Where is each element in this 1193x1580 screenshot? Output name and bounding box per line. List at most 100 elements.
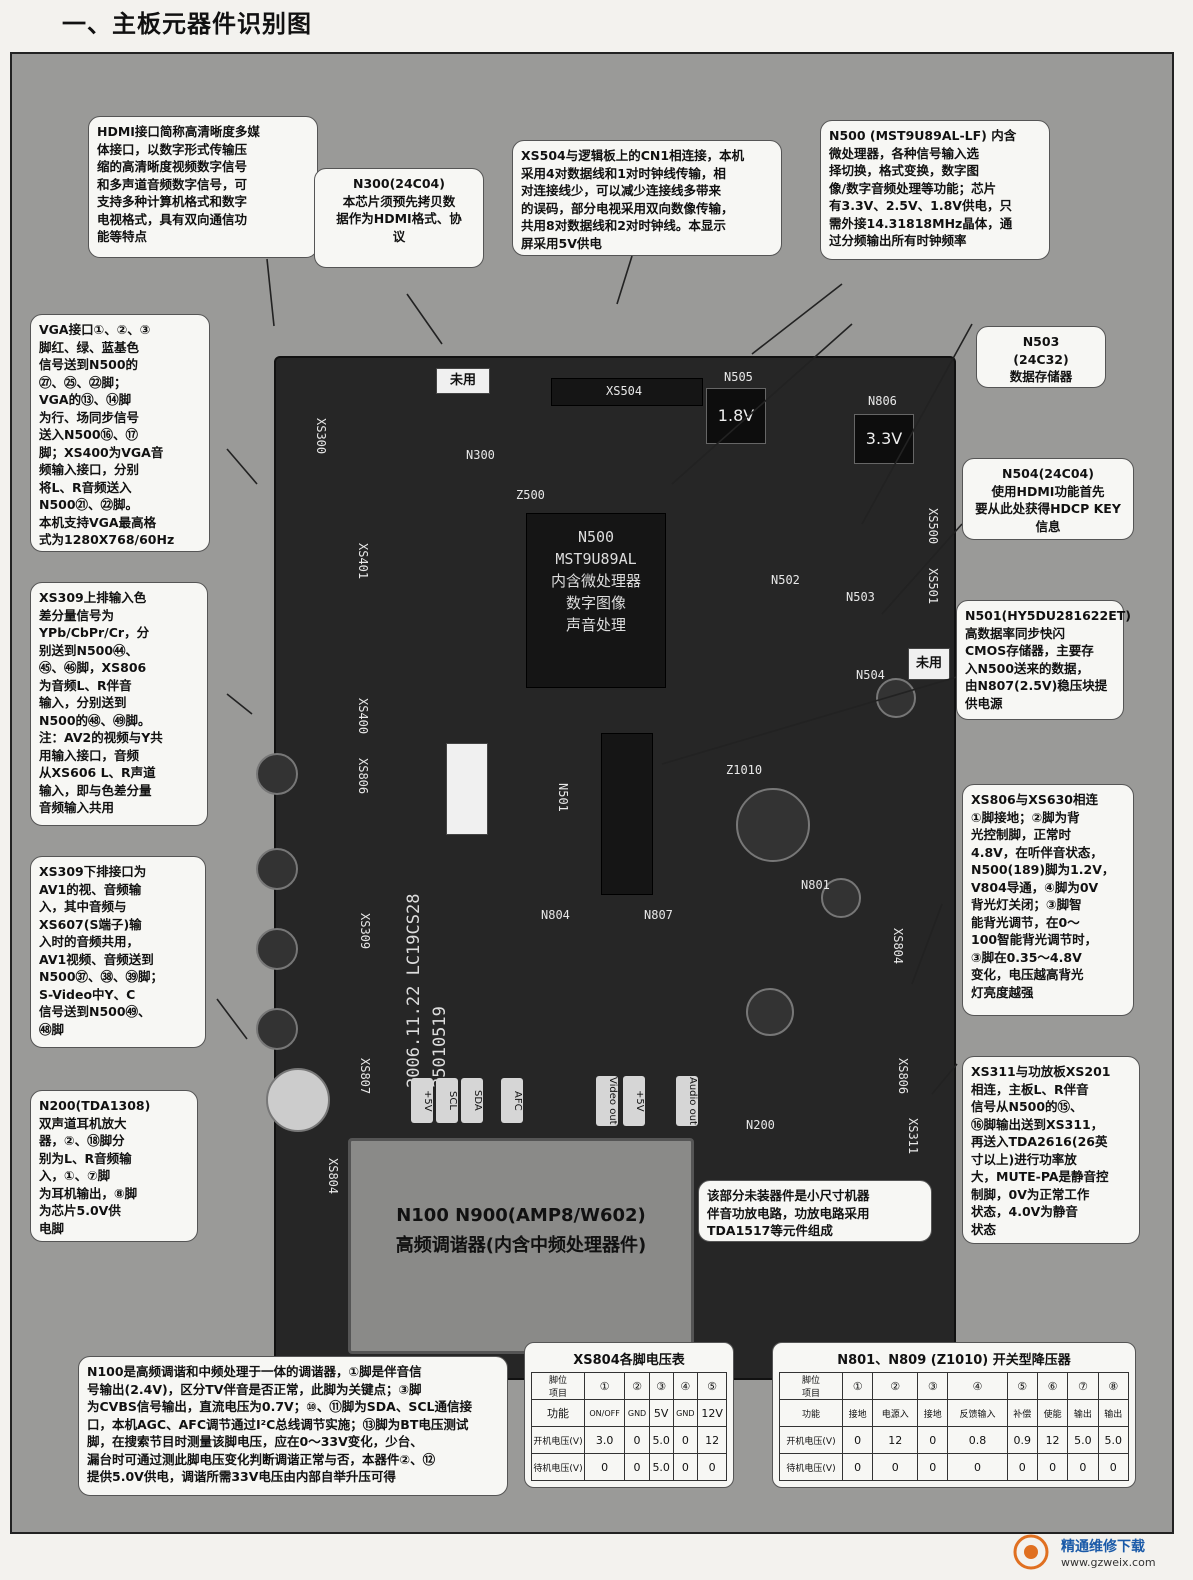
n100-tuner: N100 N900(AMP8/W602) 高频调谐器(内含中频处理器件): [348, 1138, 694, 1354]
regulator-1-8v: 1.8V: [706, 388, 766, 444]
callout-xs806: XS806与XS630相连 ①脚接地；②脚为背 光控制脚，正常时 4.8V，在听…: [962, 784, 1134, 1016]
table-row: 待机电压(V) 0 0 0 0 0 0 0 0: [779, 1453, 1130, 1481]
board-label: N801: [801, 878, 830, 892]
table-cell: GND: [672, 1399, 699, 1427]
table-cell: 0: [917, 1453, 949, 1481]
pin-label: +5V: [411, 1078, 433, 1123]
table-cell: 5.0: [1067, 1426, 1099, 1454]
rca-jack: [256, 1008, 298, 1050]
table-row: 待机电压(V) 0 0 5.0 0 0: [531, 1453, 727, 1481]
table-cell: 5.0: [1097, 1426, 1130, 1454]
table-cell: 12: [697, 1426, 727, 1454]
callout-hdmi: HDMI接口简称高清晰度多媒 体接口，以数字形式传输压 缩的高清晰度视频数字信号…: [88, 116, 318, 258]
board-label: XS300: [314, 418, 328, 455]
table-cell: ②: [624, 1372, 650, 1400]
table-cell: 0.8: [947, 1426, 1008, 1454]
board-label: XS501: [926, 568, 940, 605]
board-label: N502: [771, 573, 800, 587]
table-cell: 0: [624, 1453, 650, 1481]
callout-n300: N300(24C04) 本芯片须预先拷贝数 据作为HDMI格式、协 议: [314, 168, 484, 268]
table-cell: 0: [917, 1426, 949, 1454]
table-cell: ⑤: [697, 1372, 727, 1400]
callout-xs311: XS311与功放板XS201 相连，主板L、R伴音 信号从N500的⑮、 ⑯脚输…: [962, 1056, 1140, 1244]
table-header-row: 脚位 项目 ① ② ③ ④ ⑤: [531, 1372, 727, 1400]
table-cell: 反馈输入: [947, 1399, 1008, 1427]
table-cell: 功能: [779, 1399, 843, 1427]
board-label: XS804: [326, 1158, 340, 1195]
table-cell: ④: [947, 1372, 1008, 1400]
table-cell: 0: [1036, 1453, 1069, 1481]
board-label: N501: [556, 783, 570, 812]
table-cell: GND: [624, 1399, 650, 1427]
table-cell: 0.9: [1006, 1426, 1038, 1454]
board-label: Z500: [516, 488, 545, 502]
table-cell: 0: [1097, 1453, 1130, 1481]
table-cell: 待机电压(V): [531, 1453, 585, 1481]
watermark-url: www.gzweix.com: [1061, 1556, 1156, 1569]
table-cell: 0: [672, 1426, 699, 1454]
table-cell: 0: [624, 1426, 650, 1454]
barcode-sticker: [446, 743, 488, 835]
capacitor: [736, 788, 810, 862]
watermark-text: 精通维修下载: [1061, 1539, 1145, 1555]
table-cell: 0: [697, 1453, 727, 1481]
board-label: XS504: [606, 384, 643, 398]
table-row: 开机电压(V) 3.0 0 5.0 0 12: [531, 1426, 727, 1454]
table-cell: ⑤: [1006, 1372, 1038, 1400]
board-label: XS401: [356, 543, 370, 580]
pin-label: +5V: [623, 1076, 645, 1126]
table-cell: 5V: [648, 1399, 674, 1427]
table-cell: ③: [648, 1372, 674, 1400]
table-cell: 待机电压(V): [779, 1453, 843, 1481]
board-label: XS804: [891, 928, 905, 965]
table-cell: 输出: [1067, 1399, 1099, 1427]
table-cell: 0: [1006, 1453, 1038, 1481]
n500-chip: N500 MST9U89AL 内含微处理器 数字图像 声音处理: [526, 513, 666, 688]
table-cell: 开机电压(V): [531, 1426, 585, 1454]
table-row: 功能 接地 电源入 接地 反馈输入 补偿 使能 输出 输出: [779, 1399, 1130, 1427]
table-cell: 3.0: [583, 1426, 626, 1454]
table-cell: 脚位 项目: [779, 1372, 843, 1400]
callout-n200: N200(TDA1308) 双声道耳机放大 器，②、⑱脚分 别为L、R音频输 入…: [30, 1090, 198, 1242]
table-cell: 功能: [531, 1399, 585, 1427]
table-cell: 脚位 项目: [531, 1372, 585, 1400]
table-cell: 输出: [1097, 1399, 1130, 1427]
table-cell: 0: [872, 1453, 919, 1481]
board-label: XS806: [896, 1058, 910, 1095]
board-label: N200: [746, 1118, 775, 1132]
table-cell: ⑥: [1036, 1372, 1069, 1400]
tuner-label: N100 N900(AMP8/W602) 高频调谐器(内含中频处理器件): [395, 1205, 647, 1256]
board-label: N807: [644, 908, 673, 922]
table-cell: ⑧: [1097, 1372, 1130, 1400]
rca-jack: [256, 928, 298, 970]
table-row: 开机电压(V) 0 12 0 0.8 0.9 12 5.0 5.0: [779, 1426, 1130, 1454]
table-cell: ③: [917, 1372, 949, 1400]
table-cell: ⑦: [1067, 1372, 1099, 1400]
table-cell: ②: [872, 1372, 919, 1400]
rca-jack: [256, 848, 298, 890]
table-cell: 0: [841, 1426, 874, 1454]
board-label: N300: [466, 448, 495, 462]
callout-n503: N503 (24C32) 数据存储器: [976, 326, 1106, 388]
board-label: N503: [846, 590, 875, 604]
table-xs804: 脚位 项目 ① ② ③ ④ ⑤ 功能 ON/OFF GND 5V GND 12V…: [531, 1372, 727, 1481]
table-cell: 0: [947, 1453, 1008, 1481]
table-cell: 5.0: [648, 1453, 674, 1481]
table-cell: 0: [583, 1453, 626, 1481]
table-cell: 12: [1036, 1426, 1069, 1454]
pin-label: Video out: [596, 1076, 618, 1126]
board-label: XS400: [356, 698, 370, 735]
table-title: N801、N809 (Z1010) 开关型降压器: [837, 1353, 1071, 1368]
watermark: 精通维修下载 www.gzweix.com: [1009, 1532, 1169, 1574]
board-label: Z1010: [726, 763, 763, 777]
table-cell: 接地: [841, 1399, 874, 1427]
table-cell: ④: [672, 1372, 699, 1400]
capacitor: [876, 678, 916, 718]
callout-xs504: XS504与逻辑板上的CN1相连接，本机 采用4对数据线和1对时钟线传输，相 对…: [512, 140, 782, 256]
table-cell: 12: [872, 1426, 919, 1454]
table-cell: 0: [841, 1453, 874, 1481]
table-cell: 补偿: [1006, 1399, 1038, 1427]
unused-sticker-right: 未用: [908, 648, 950, 680]
board-handwriting: 2006.11.22 LC19CS28 35010519: [404, 893, 450, 1088]
callout-n100: N100是高频调谐和中频处理于一体的调谐器，①脚是伴音信 号输出(2.4V)，区…: [78, 1356, 508, 1496]
